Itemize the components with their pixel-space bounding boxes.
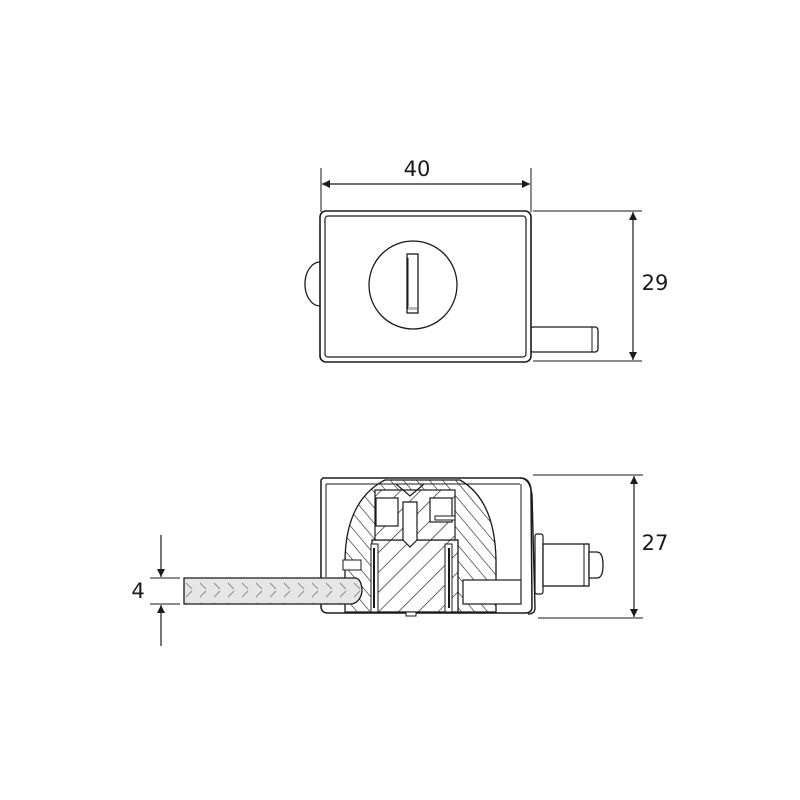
knob: [304, 261, 321, 307]
glass-panel: [183, 577, 363, 605]
keyhole-icon: [406, 253, 419, 314]
front-view: 40 29: [304, 157, 669, 363]
side-view: 4 27: [131, 474, 669, 646]
key-pin: [402, 501, 418, 548]
bolt-flange: [534, 533, 544, 595]
height-dimension-label: 29: [642, 271, 669, 295]
lock-body-inner: [324, 215, 527, 358]
bolt: [529, 326, 599, 353]
bolt-body: [542, 543, 590, 587]
bolt-tip: [588, 551, 604, 579]
side-height-dimension-label: 27: [642, 531, 669, 555]
width-dimension-label: 40: [404, 157, 431, 181]
glass-thickness-label: 4: [131, 579, 144, 603]
